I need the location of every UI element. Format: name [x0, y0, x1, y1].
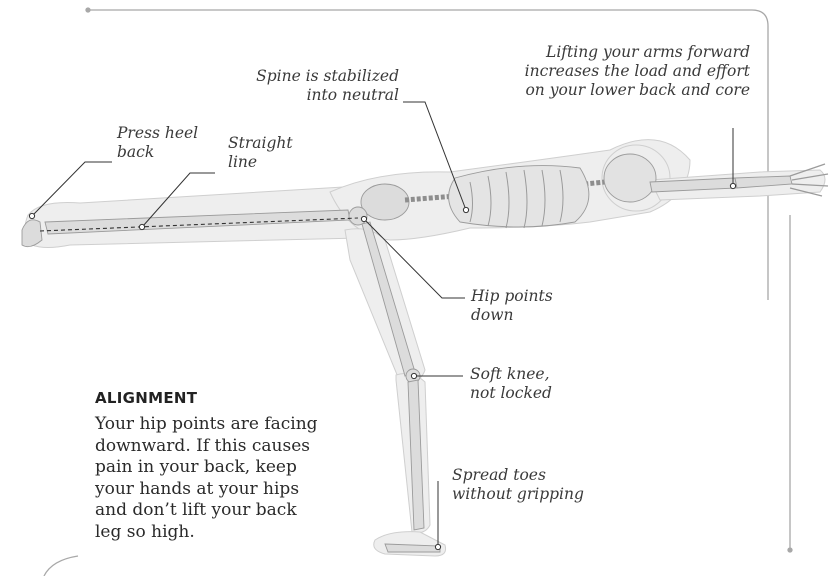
alignment-line: Your hip points are facing: [95, 414, 318, 436]
leader-dot-knee: [411, 373, 416, 378]
alignment-line: leg so high.: [95, 522, 318, 544]
label-straight-line: Straight line: [228, 134, 293, 172]
leader-dot-toes: [435, 544, 440, 549]
leader-dot-arms: [730, 183, 735, 188]
label-press-heel: Press heel back: [117, 124, 198, 162]
alignment-line: your hands at your hips: [95, 479, 318, 501]
alignment-body: Your hip points are facing downward. If …: [95, 414, 318, 543]
label-hip: Hip points down: [471, 287, 553, 325]
leader-dot-heel: [29, 213, 34, 218]
label-toes: Spread toes without gripping: [452, 466, 584, 504]
alignment-line: pain in your back, keep: [95, 457, 318, 479]
alignment-heading: ALIGNMENT: [95, 389, 197, 407]
alignment-line: and don’t lift your back: [95, 500, 318, 522]
label-arms: Lifting your arms forward increases the …: [525, 43, 750, 100]
alignment-line: downward. If this causes: [95, 436, 318, 458]
leader-dot-hip: [361, 216, 366, 221]
leader-dot-line: [139, 224, 144, 229]
label-knee: Soft knee, not locked: [470, 365, 552, 403]
leader-dot-spine: [463, 207, 468, 212]
label-spine: Spine is stabilized into neutral: [256, 67, 399, 105]
